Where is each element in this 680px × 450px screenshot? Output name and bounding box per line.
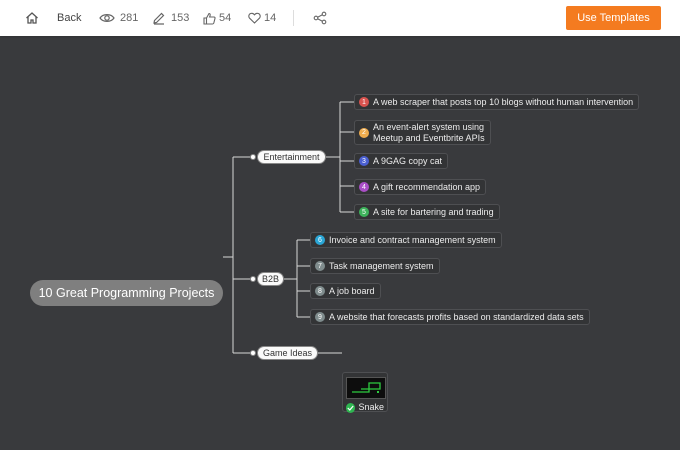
leaf-item-2[interactable]: 2 An event-alert system using Meetup and… bbox=[354, 120, 491, 145]
use-templates-button[interactable]: Use Templates bbox=[566, 6, 661, 30]
leaf-item-5[interactable]: 5 A site for bartering and trading bbox=[354, 204, 500, 220]
likes-count: 54 bbox=[219, 12, 232, 24]
leaf-text-line-1: An event-alert system using bbox=[373, 121, 485, 132]
root-node[interactable]: 10 Great Programming Projects bbox=[30, 280, 223, 306]
eye-icon bbox=[99, 14, 115, 22]
leaf-item-snake[interactable]: Snake bbox=[342, 372, 388, 413]
snake-label-row: Snake bbox=[346, 402, 384, 413]
leaf-text: A site for bartering and trading bbox=[373, 206, 494, 217]
favorites-count: 14 bbox=[264, 12, 277, 24]
leaf-text: Invoice and contract management system bbox=[329, 234, 496, 245]
home-icon bbox=[26, 12, 38, 24]
branch-entertainment[interactable]: Entertainment bbox=[257, 150, 326, 164]
leaf-text: An event-alert system using Meetup and E… bbox=[373, 122, 485, 144]
mindmap-canvas[interactable]: 10 Great Programming Projects Entertainm… bbox=[0, 36, 680, 450]
number-badge: 5 bbox=[359, 207, 369, 217]
number-badge: 2 bbox=[359, 127, 369, 138]
number-badge: 3 bbox=[359, 156, 369, 166]
check-icon bbox=[346, 402, 356, 413]
number-badge: 6 bbox=[315, 235, 325, 245]
leaf-text: Task management system bbox=[329, 260, 434, 271]
pencil-icon bbox=[153, 12, 165, 25]
back-button[interactable]: Back bbox=[57, 12, 82, 24]
share-button[interactable] bbox=[313, 0, 327, 36]
views-counter: 281 bbox=[99, 0, 138, 36]
home-button[interactable] bbox=[25, 0, 39, 36]
edits-count: 153 bbox=[171, 12, 190, 24]
top-toolbar: Back 281 153 54 14 Use Templa bbox=[0, 0, 680, 36]
leaf-item-6[interactable]: 6 Invoice and contract management system bbox=[310, 232, 502, 248]
leaf-text: A 9GAG copy cat bbox=[373, 155, 443, 166]
share-icon bbox=[313, 11, 327, 25]
leaf-text: A website that forecasts profits based o… bbox=[329, 311, 584, 322]
snake-game-thumbnail bbox=[346, 377, 386, 399]
edits-counter: 153 bbox=[152, 0, 189, 36]
connector-lines bbox=[223, 101, 354, 356]
favorite-button[interactable]: 14 bbox=[248, 0, 276, 36]
leaf-item-8[interactable]: 8 A job board bbox=[310, 283, 381, 299]
branch-b2b[interactable]: B2B bbox=[257, 272, 284, 286]
leaf-text: A web scraper that posts top 10 blogs wi… bbox=[373, 96, 634, 107]
like-button[interactable]: 54 bbox=[203, 0, 231, 36]
toolbar-divider bbox=[293, 10, 294, 26]
branch-game-ideas[interactable]: Game Ideas bbox=[257, 346, 318, 360]
number-badge: 4 bbox=[359, 182, 369, 192]
number-badge: 1 bbox=[359, 97, 369, 107]
leaf-item-7[interactable]: 7 Task management system bbox=[310, 258, 440, 274]
leaf-item-3[interactable]: 3 A 9GAG copy cat bbox=[354, 153, 449, 169]
views-count: 281 bbox=[120, 12, 139, 24]
snake-graphic-icon bbox=[352, 382, 381, 393]
number-badge: 9 bbox=[315, 312, 325, 322]
leaf-text: Snake bbox=[358, 402, 384, 412]
leaf-item-9[interactable]: 9 A website that forecasts profits based… bbox=[310, 309, 590, 325]
leaf-text-line-2: Meetup and Eventbrite APIs bbox=[373, 132, 485, 143]
number-badge: 7 bbox=[315, 261, 325, 271]
leaf-text: A gift recommendation app bbox=[373, 181, 481, 192]
thumbs-up-icon bbox=[203, 12, 216, 25]
leaf-item-4[interactable]: 4 A gift recommendation app bbox=[354, 179, 487, 195]
number-badge: 8 bbox=[315, 286, 325, 296]
heart-icon bbox=[248, 12, 261, 24]
leaf-text: A job board bbox=[329, 285, 375, 296]
leaf-item-1[interactable]: 1 A web scraper that posts top 10 blogs … bbox=[354, 94, 640, 110]
